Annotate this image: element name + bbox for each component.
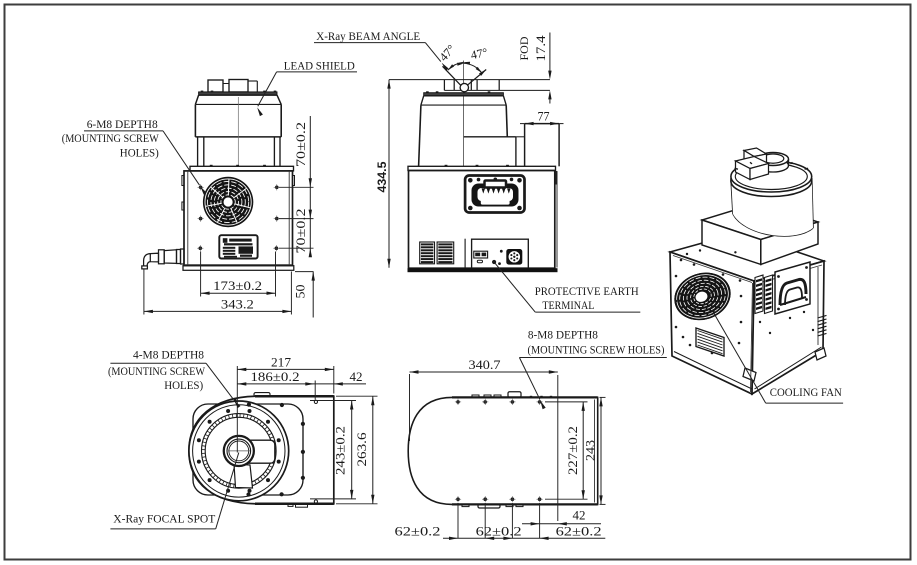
svg-text:4-M8 DEPTH8: 4-M8 DEPTH8 xyxy=(133,349,204,361)
svg-text:340.7: 340.7 xyxy=(469,357,502,372)
svg-text:62±0.2: 62±0.2 xyxy=(395,523,441,538)
svg-text:LEAD SHIELD: LEAD SHIELD xyxy=(284,60,355,72)
svg-text:50: 50 xyxy=(293,285,307,299)
svg-text:217: 217 xyxy=(271,355,292,370)
svg-text:(MOUNTING SCREW HOLES): (MOUNTING SCREW HOLES) xyxy=(528,345,665,357)
svg-text:243: 243 xyxy=(584,440,598,461)
svg-text:HOLES): HOLES) xyxy=(120,147,159,159)
svg-text:343.2: 343.2 xyxy=(221,296,254,311)
svg-text:X-Ray BEAM ANGLE: X-Ray BEAM ANGLE xyxy=(316,31,420,43)
svg-text:243±0.2: 243±0.2 xyxy=(334,426,348,475)
svg-text:70±0.2: 70±0.2 xyxy=(294,122,308,167)
svg-text:X-Ray FOCAL SPOT: X-Ray FOCAL SPOT xyxy=(113,513,215,525)
svg-text:47°: 47° xyxy=(469,45,489,62)
svg-text:70±0.2: 70±0.2 xyxy=(294,209,308,254)
svg-text:(MOUNTING SCREW: (MOUNTING SCREW xyxy=(62,133,159,145)
svg-text:227±0.2: 227±0.2 xyxy=(566,426,580,475)
svg-text:77: 77 xyxy=(538,108,550,123)
svg-text:42: 42 xyxy=(573,508,586,523)
svg-text:PROTECTIVE EARTH: PROTECTIVE EARTH xyxy=(535,286,639,298)
svg-text:62±0.2: 62±0.2 xyxy=(556,523,602,538)
svg-text:HOLES): HOLES) xyxy=(164,380,203,392)
svg-text:17.4: 17.4 xyxy=(533,35,548,62)
svg-text:6-M8 DEPTH8: 6-M8 DEPTH8 xyxy=(87,119,158,131)
svg-text:COOLING FAN: COOLING FAN xyxy=(770,387,843,399)
svg-text:263.6: 263.6 xyxy=(355,433,369,467)
svg-text:186±0.2: 186±0.2 xyxy=(251,369,300,384)
svg-text:42: 42 xyxy=(350,369,363,384)
svg-text:173±0.2: 173±0.2 xyxy=(213,278,262,293)
svg-text:434.5: 434.5 xyxy=(375,161,389,192)
svg-text:FOD: FOD xyxy=(519,37,531,61)
svg-text:62±0.2: 62±0.2 xyxy=(476,523,522,538)
svg-text:(MOUNTING SCREW: (MOUNTING SCREW xyxy=(108,366,205,378)
svg-text:TERMINAL: TERMINAL xyxy=(542,300,594,312)
svg-text:8-M8 DEPTH8: 8-M8 DEPTH8 xyxy=(528,330,598,342)
